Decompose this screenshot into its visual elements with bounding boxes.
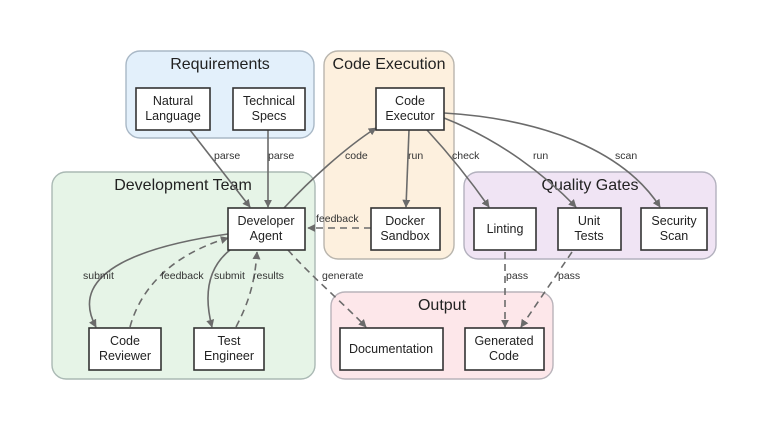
label-check: check xyxy=(452,150,480,162)
edges xyxy=(88,112,661,328)
label-scan: scan xyxy=(615,150,637,162)
node-docker-sandbox-line1: Docker xyxy=(385,214,425,228)
node-code-reviewer[interactable]: Code Reviewer xyxy=(88,327,162,371)
node-technical-specs[interactable]: Technical Specs xyxy=(232,87,306,131)
label-feedback-reviewer: feedback xyxy=(161,270,204,282)
node-test-engineer-line1: Test xyxy=(218,334,241,348)
node-developer-agent[interactable]: Developer Agent xyxy=(227,207,306,251)
label-submit-tester: submit xyxy=(214,270,245,282)
node-docker-sandbox-line2: Sandbox xyxy=(380,229,430,243)
node-code-executor-line2: Executor xyxy=(385,109,434,123)
node-natural-language-line1: Natural xyxy=(153,94,193,108)
node-security-scan-line2: Scan xyxy=(660,229,689,243)
node-developer-agent-line1: Developer xyxy=(238,214,295,228)
node-generated-code[interactable]: Generated Code xyxy=(464,327,545,371)
edge-unit-tests-to-generated-code xyxy=(520,251,573,328)
label-generate: generate xyxy=(322,270,364,282)
node-test-engineer[interactable]: Test Engineer xyxy=(193,327,265,371)
node-generated-code-line2: Code xyxy=(489,349,519,363)
label-parse-nl: parse xyxy=(214,150,240,162)
cluster-code-execution-title: Code Execution xyxy=(333,56,446,73)
node-code-reviewer-line2: Reviewer xyxy=(99,349,151,363)
node-natural-language[interactable]: Natural Language xyxy=(135,87,211,131)
label-code: code xyxy=(345,150,368,162)
label-run-sandbox: run xyxy=(408,150,423,162)
edge-developer-to-code-executor xyxy=(283,127,377,209)
edge-natural-language-to-developer xyxy=(189,129,251,208)
cluster-development-team-title: Development Team xyxy=(114,177,252,194)
node-docker-sandbox[interactable]: Docker Sandbox xyxy=(370,207,441,251)
node-code-reviewer-line1: Code xyxy=(110,334,140,348)
edge-tester-to-developer xyxy=(235,251,261,328)
node-unit-tests[interactable]: Unit Tests xyxy=(557,207,622,251)
edge-executor-to-unit-tests xyxy=(443,117,577,208)
node-security-scan-line1: Security xyxy=(651,214,697,228)
node-code-executor-line1: Code xyxy=(395,94,425,108)
node-developer-agent-line2: Agent xyxy=(250,229,283,243)
node-natural-language-line2: Language xyxy=(145,109,201,123)
cluster-requirements-title: Requirements xyxy=(170,56,270,73)
label-feedback-sandbox: feedback xyxy=(316,213,359,225)
edge-reviewer-to-developer xyxy=(129,236,229,328)
edge-labels: parse parse code run check run scan feed… xyxy=(83,150,637,282)
edge-executor-to-linting xyxy=(426,129,490,208)
node-technical-specs-line2: Specs xyxy=(252,109,287,123)
edge-developer-to-tester xyxy=(206,249,231,328)
label-pass-tests: pass xyxy=(558,270,580,282)
node-linting[interactable]: Linting xyxy=(473,207,537,251)
label-parse-specs: parse xyxy=(268,150,294,162)
cluster-output-title: Output xyxy=(418,297,467,314)
edge-developer-to-documentation xyxy=(287,249,367,328)
label-results: results xyxy=(253,270,284,282)
label-run-tests: run xyxy=(533,150,548,162)
node-security-scan[interactable]: Security Scan xyxy=(640,207,708,251)
node-technical-specs-line1: Technical xyxy=(243,94,295,108)
node-unit-tests-line2: Tests xyxy=(574,229,603,243)
edge-executor-to-docker xyxy=(402,129,411,208)
edge-executor-to-security xyxy=(443,112,661,208)
node-documentation[interactable]: Documentation xyxy=(339,327,444,371)
label-pass-linting: pass xyxy=(506,270,528,282)
edge-developer-to-reviewer xyxy=(88,233,229,328)
node-code-executor[interactable]: Code Executor xyxy=(375,87,445,131)
node-unit-tests-line1: Unit xyxy=(578,214,601,228)
node-generated-code-line1: Generated xyxy=(474,334,533,348)
node-documentation-line1: Documentation xyxy=(349,342,433,356)
label-submit-reviewer: submit xyxy=(83,270,114,282)
node-test-engineer-line2: Engineer xyxy=(204,349,254,363)
node-linting-line1: Linting xyxy=(487,222,524,236)
cluster-quality-gates-title: Quality Gates xyxy=(542,177,639,194)
